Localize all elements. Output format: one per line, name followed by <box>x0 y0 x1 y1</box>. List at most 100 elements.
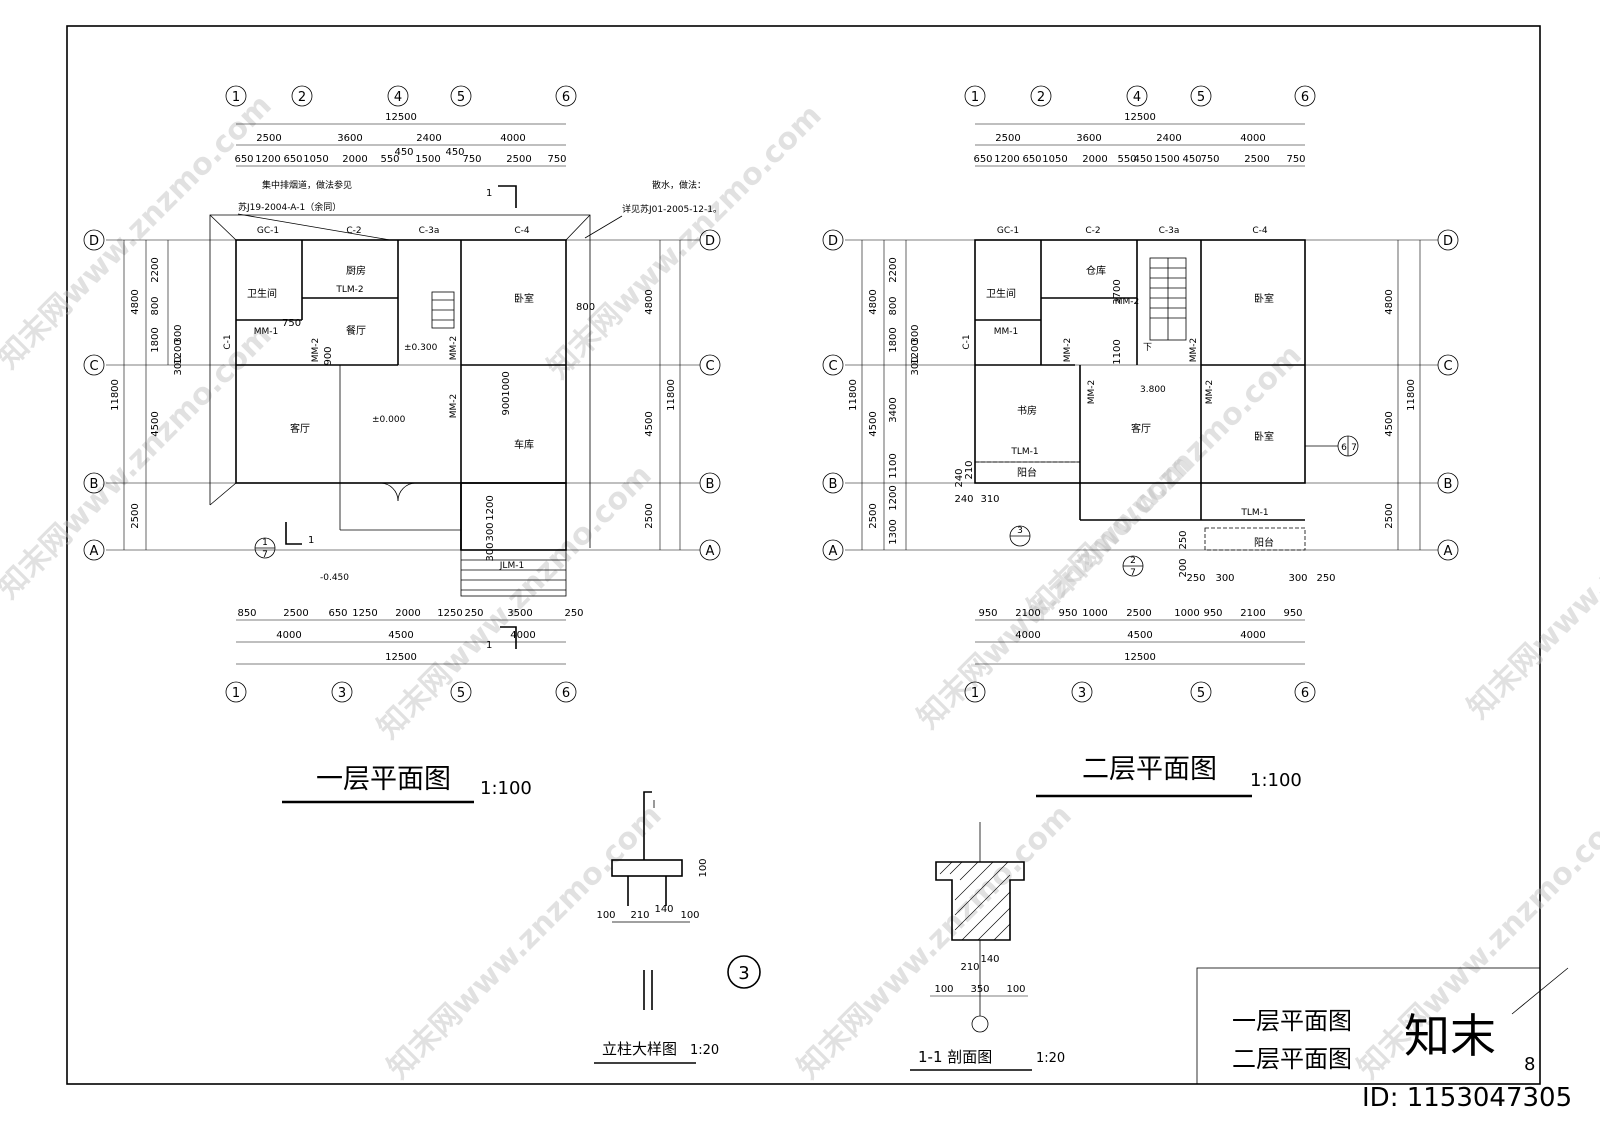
dim: 240 <box>954 468 965 487</box>
dim: 650 <box>283 154 302 165</box>
dim: 250 <box>464 608 483 619</box>
door-label: JLM-1 <box>499 561 524 571</box>
dim: 250 <box>564 608 583 619</box>
dim: 1200 <box>994 154 1019 165</box>
sheet-border <box>66 25 1541 1085</box>
dim: 2000 <box>342 154 367 165</box>
dim: 4800 <box>1384 289 1395 314</box>
dim: 750 <box>547 154 566 165</box>
detail-scale: 1:20 <box>1036 1051 1065 1066</box>
axis-label: 1 <box>971 90 979 105</box>
title-block: 一层平面图 二层平面图 8 知末 ID: 1153047305 <box>1196 967 1572 1113</box>
plan-scale: 1:100 <box>480 778 532 799</box>
axis-label: A <box>1444 544 1453 559</box>
dim: 250 <box>1316 573 1335 584</box>
axis-label: 5 <box>457 686 465 701</box>
axis-label: 5 <box>1197 90 1205 105</box>
dim: 300 <box>173 356 184 375</box>
dim: 4000 <box>1240 133 1265 144</box>
axis-label: 4 <box>1133 90 1141 105</box>
door-label: TLM-1 <box>1010 447 1038 457</box>
dim: 210 <box>960 962 979 973</box>
dim: 2500 <box>868 503 879 528</box>
dim: 210 <box>964 460 975 479</box>
dim: 100 <box>1006 984 1025 995</box>
axis-label: B <box>829 477 838 492</box>
room-label: 阳台 <box>1254 536 1274 549</box>
plan-title: 一层平面图 <box>316 764 451 795</box>
dim: 100 <box>596 910 615 921</box>
room-label: 卧室 <box>1254 430 1274 443</box>
dim: 450 <box>1182 154 1201 165</box>
dim: 550 <box>1117 154 1136 165</box>
axis-label: D <box>705 234 715 249</box>
watermark: 知末网www.znzmo.com <box>541 98 829 386</box>
axis-label: D <box>828 234 838 249</box>
note: 集中排烟道，做法参见 <box>262 179 352 191</box>
detail-ref: 3 <box>1017 526 1023 536</box>
axis-label: A <box>90 544 99 559</box>
plan-title: 二层平面图 <box>1082 754 1217 785</box>
dim: 1300 <box>888 519 899 544</box>
window-label: C-4 <box>1252 226 1268 236</box>
note: 详见苏J01-2005-12-1。 <box>622 203 722 215</box>
dim: 3600 <box>337 133 362 144</box>
dim: 2400 <box>416 133 441 144</box>
detail-ref: 2 <box>1130 556 1136 566</box>
axis-label: D <box>89 234 99 249</box>
watermark: 知末网www.znzmo.com <box>791 798 1079 1086</box>
watermark: 知末网www.znzmo.com <box>371 458 659 746</box>
brand-id: ID: 1153047305 <box>1362 1083 1572 1113</box>
dim: 750 <box>462 154 481 165</box>
dim: 850 <box>237 608 256 619</box>
dim: 2000 <box>395 608 420 619</box>
axis-bubbles-top: 1 2 4 5 6 <box>225 85 577 107</box>
axis-label: B <box>706 477 715 492</box>
section-mark: 1 <box>308 535 314 546</box>
axis-label: B <box>1444 477 1453 492</box>
column-detail: 100 100 210 140 100 3 立柱大样图 1:20 <box>594 791 761 1064</box>
dim: 11800 <box>110 379 121 411</box>
dim: 1800 <box>888 327 899 352</box>
dim: 2500 <box>1126 608 1151 619</box>
axis-label: C <box>828 359 837 374</box>
room-label: 卧室 <box>514 292 534 305</box>
dim-total: 12500 <box>1124 652 1156 663</box>
window-label: C-4 <box>514 226 530 236</box>
dim: 1100 <box>1112 339 1123 364</box>
dim: 800 <box>150 296 161 315</box>
dim: 2200 <box>150 257 161 282</box>
second-floor-plan: 1 2 4 5 6 12500 2500 3600 2400 4000 650 … <box>822 85 1459 798</box>
axis-label: C <box>1443 359 1452 374</box>
dim: 100 <box>680 910 699 921</box>
axis-label: 3 <box>1078 686 1086 701</box>
dim: 1500 <box>415 154 440 165</box>
dim: 800 <box>888 296 899 315</box>
axis-label: 6 <box>562 686 570 701</box>
dim: 100 <box>934 984 953 995</box>
watermarks: 知末网www.znzmo.com 知末网www.znzmo.com 知末网www… <box>0 88 1600 1086</box>
dim: 250 <box>1178 530 1189 549</box>
sheet-number: 8 <box>1524 1054 1535 1075</box>
axis-label: 6 <box>1301 90 1309 105</box>
axis-label: 1 <box>971 686 979 701</box>
dim: 1000 <box>1174 608 1199 619</box>
dim-total: 12500 <box>385 652 417 663</box>
dim: 4000 <box>500 133 525 144</box>
axis-label: 5 <box>457 90 465 105</box>
dim: 4000 <box>276 630 301 641</box>
dim: 2500 <box>130 503 141 528</box>
axis-label: 2 <box>298 90 306 105</box>
door-label: MM-2 <box>1189 338 1199 363</box>
axis-label: 6 <box>562 90 570 105</box>
dim: 2400 <box>1156 133 1181 144</box>
dim: 4000 <box>510 630 535 641</box>
dim: 900 <box>323 346 334 365</box>
detail-ref: 7 <box>1130 568 1136 578</box>
dim: 1250 <box>437 608 462 619</box>
axis-label: C <box>705 359 714 374</box>
dim: 100 <box>698 858 709 877</box>
dim: 900 <box>501 396 512 415</box>
dim: 1200 <box>173 339 184 364</box>
axis-label: D <box>1443 234 1453 249</box>
